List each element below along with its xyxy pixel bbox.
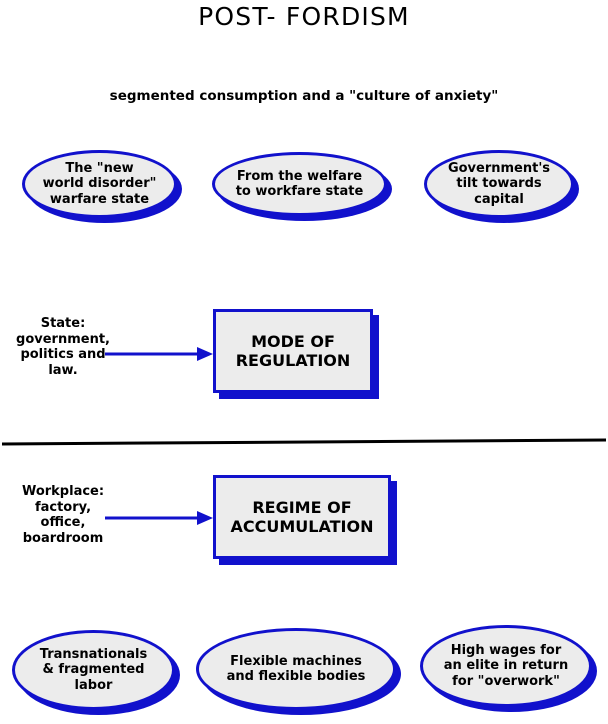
box-body: REGIME OF ACCUMULATION xyxy=(213,475,391,559)
ellipse-label: Transnationals & fragmented labor xyxy=(39,647,148,693)
ellipse-body: Government's tilt towards capital xyxy=(424,150,574,218)
ellipse-transnationals-fragmented-labor[interactable]: Transnationals & fragmented labor xyxy=(12,630,180,715)
ellipse-label: Flexible machines and flexible bodies xyxy=(226,653,366,684)
box-body: MODE OF REGULATION xyxy=(213,309,373,393)
ellipse-welfare-to-workfare[interactable]: From the welfare to workfare state xyxy=(212,152,392,221)
arrow-workplace-to-regime-of-accumulation xyxy=(105,511,213,525)
label-state-source: State: government, politics and law. xyxy=(16,316,110,378)
ellipse-label: High wages for an elite in return for "o… xyxy=(443,643,569,689)
ellipse-body: The "new world disorder" warfare state xyxy=(22,150,177,218)
ellipse-body: Flexible machines and flexible bodies xyxy=(196,628,396,710)
box-mode-of-regulation[interactable]: MODE OF REGULATION xyxy=(213,309,379,399)
page-subtitle: segmented consumption and a "culture of … xyxy=(109,88,499,104)
label-workplace-source: Workplace: factory, office, boardroom xyxy=(21,484,105,546)
ellipse-label: From the welfare to workfare state xyxy=(235,168,364,199)
ellipse-flexible-machines-bodies[interactable]: Flexible machines and flexible bodies xyxy=(196,628,401,715)
arrow-state-to-mode-of-regulation xyxy=(105,347,213,361)
ellipse-new-world-disorder[interactable]: The "new world disorder" warfare state xyxy=(22,150,182,223)
ellipse-body: Transnationals & fragmented labor xyxy=(12,630,175,710)
box-regime-of-accumulation[interactable]: REGIME OF ACCUMULATION xyxy=(213,475,397,565)
ellipse-government-tilt-capital[interactable]: Government's tilt towards capital xyxy=(424,150,579,223)
box-label: MODE OF REGULATION xyxy=(235,331,351,370)
ellipse-label: Government's tilt towards capital xyxy=(447,161,551,207)
ellipse-body: From the welfare to workfare state xyxy=(212,152,387,216)
section-divider xyxy=(1,438,607,446)
box-label: REGIME OF ACCUMULATION xyxy=(230,497,374,536)
ellipse-high-wages-elite-overwork[interactable]: High wages for an elite in return for "o… xyxy=(420,625,597,712)
page-title: POST- FORDISM xyxy=(198,2,410,31)
ellipse-label: The "new world disorder" warfare state xyxy=(42,161,157,207)
ellipse-body: High wages for an elite in return for "o… xyxy=(420,625,592,707)
